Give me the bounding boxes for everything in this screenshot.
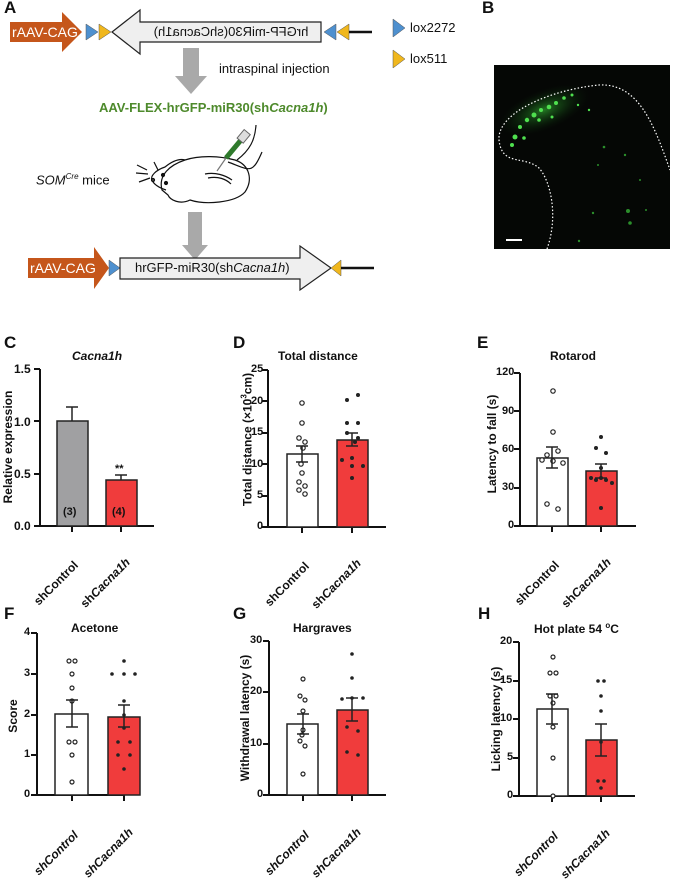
- bar-chart-h: [513, 641, 635, 802]
- bar-shcontrol: [56, 420, 89, 527]
- chart-title-h: Hot plate 54 oC: [534, 621, 619, 636]
- down-arrow-icon: [175, 48, 207, 94]
- y-tick: 3: [24, 667, 31, 679]
- y-tick: 0: [24, 788, 31, 800]
- chart-title-d: Total distance: [278, 349, 358, 363]
- chart-title-e: Rotarod: [550, 349, 596, 363]
- y-axis-label-h: Licking latency (s): [489, 666, 503, 772]
- promoter-arrow-icon: [10, 12, 82, 52]
- y-tick: 0.0: [14, 519, 31, 533]
- bar-chart-f: [31, 632, 141, 801]
- fluorescence-image: [494, 65, 670, 249]
- panel-a-schematic: [10, 8, 406, 292]
- panel-letter-b: B: [482, 0, 495, 17]
- y-tick: 30: [250, 634, 263, 646]
- construct-top: [10, 8, 372, 56]
- y-tick: 1.5: [14, 362, 31, 376]
- chart-title-g: Hargraves: [293, 621, 352, 635]
- y-tick: 0.5: [14, 467, 31, 481]
- y-tick: 10: [251, 458, 264, 470]
- panel-letter-a: A: [4, 0, 17, 17]
- panel-letter-g: G: [233, 604, 247, 623]
- lox2272-icon: [85, 23, 99, 41]
- y-tick: 1.0: [14, 415, 31, 429]
- reversed-insert-arrow: [111, 8, 322, 56]
- y-tick: 5: [257, 489, 264, 501]
- construct-bottom: [28, 244, 374, 292]
- y-tick: 4: [24, 626, 31, 638]
- y-tick: 0: [257, 520, 264, 532]
- legend-lox511-icon: [392, 49, 406, 69]
- y-tick: 20: [250, 685, 263, 697]
- y-tick: 0: [257, 788, 264, 800]
- y-tick: 25: [251, 363, 264, 375]
- n-label: (3): [63, 506, 77, 518]
- y-tick: 10: [500, 712, 513, 724]
- y-tick: 2: [24, 708, 31, 720]
- chart-title-f: Acetone: [71, 621, 119, 635]
- syringe-icon: [216, 128, 251, 172]
- y-tick: 1: [24, 748, 31, 760]
- mouse-illustration-icon: [135, 124, 263, 204]
- panel-letter-f: F: [4, 604, 15, 623]
- mouse-line-label: SOMCre mice: [36, 172, 110, 188]
- promoter-label-bottom: rAAV-CAG: [30, 260, 96, 276]
- panel-letter-h: H: [478, 604, 491, 623]
- y-tick: 20: [500, 635, 513, 647]
- y-tick: 30: [502, 481, 515, 493]
- bar-shcacna1h: [105, 479, 138, 527]
- promoter-label-top: rAAV-CAG: [12, 24, 78, 40]
- panel-letter-d: D: [233, 333, 246, 352]
- injection-label: intraspinal injection: [219, 61, 330, 76]
- significance-marker: **: [115, 463, 124, 475]
- chart-title-c: Cacna1h: [72, 349, 123, 363]
- y-tick: 60: [502, 443, 515, 455]
- lox2272-icon: [108, 259, 121, 277]
- y-tick: 5: [507, 751, 514, 763]
- virus-name: AAV-FLEX-hrGFP-miR30(shCacna1h): [99, 100, 328, 115]
- bar-chart-d: [262, 369, 386, 533]
- legend-lox511-label: lox511: [410, 51, 448, 66]
- insert-arrow: [119, 244, 333, 292]
- y-tick: 0: [508, 519, 515, 531]
- y-tick: 90: [502, 405, 515, 417]
- y-tick: 10: [250, 737, 263, 749]
- down-arrow-icon: [182, 212, 208, 260]
- bar-chart-c: [34, 368, 154, 532]
- legend-lox2272-icon: [392, 18, 406, 38]
- lox2272-icon: [323, 23, 337, 41]
- n-label: (4): [112, 506, 126, 518]
- promoter-arrow-icon: [28, 247, 109, 289]
- insert-label: hrGFP-miR30(shCacna1h): [135, 260, 290, 275]
- bar-chart-g: [263, 640, 386, 801]
- y-tick: 15: [251, 426, 264, 438]
- bar-chart-e: [514, 372, 636, 532]
- lox511-icon: [98, 23, 112, 41]
- panel-letter-e: E: [477, 333, 489, 352]
- y-tick: 20: [251, 395, 264, 407]
- legend-lox2272-label: lox2272: [410, 20, 456, 35]
- y-tick: 15: [500, 674, 513, 686]
- y-tick: 0: [507, 789, 514, 801]
- y-tick: 120: [496, 366, 515, 378]
- panel-letter-c: C: [4, 333, 17, 352]
